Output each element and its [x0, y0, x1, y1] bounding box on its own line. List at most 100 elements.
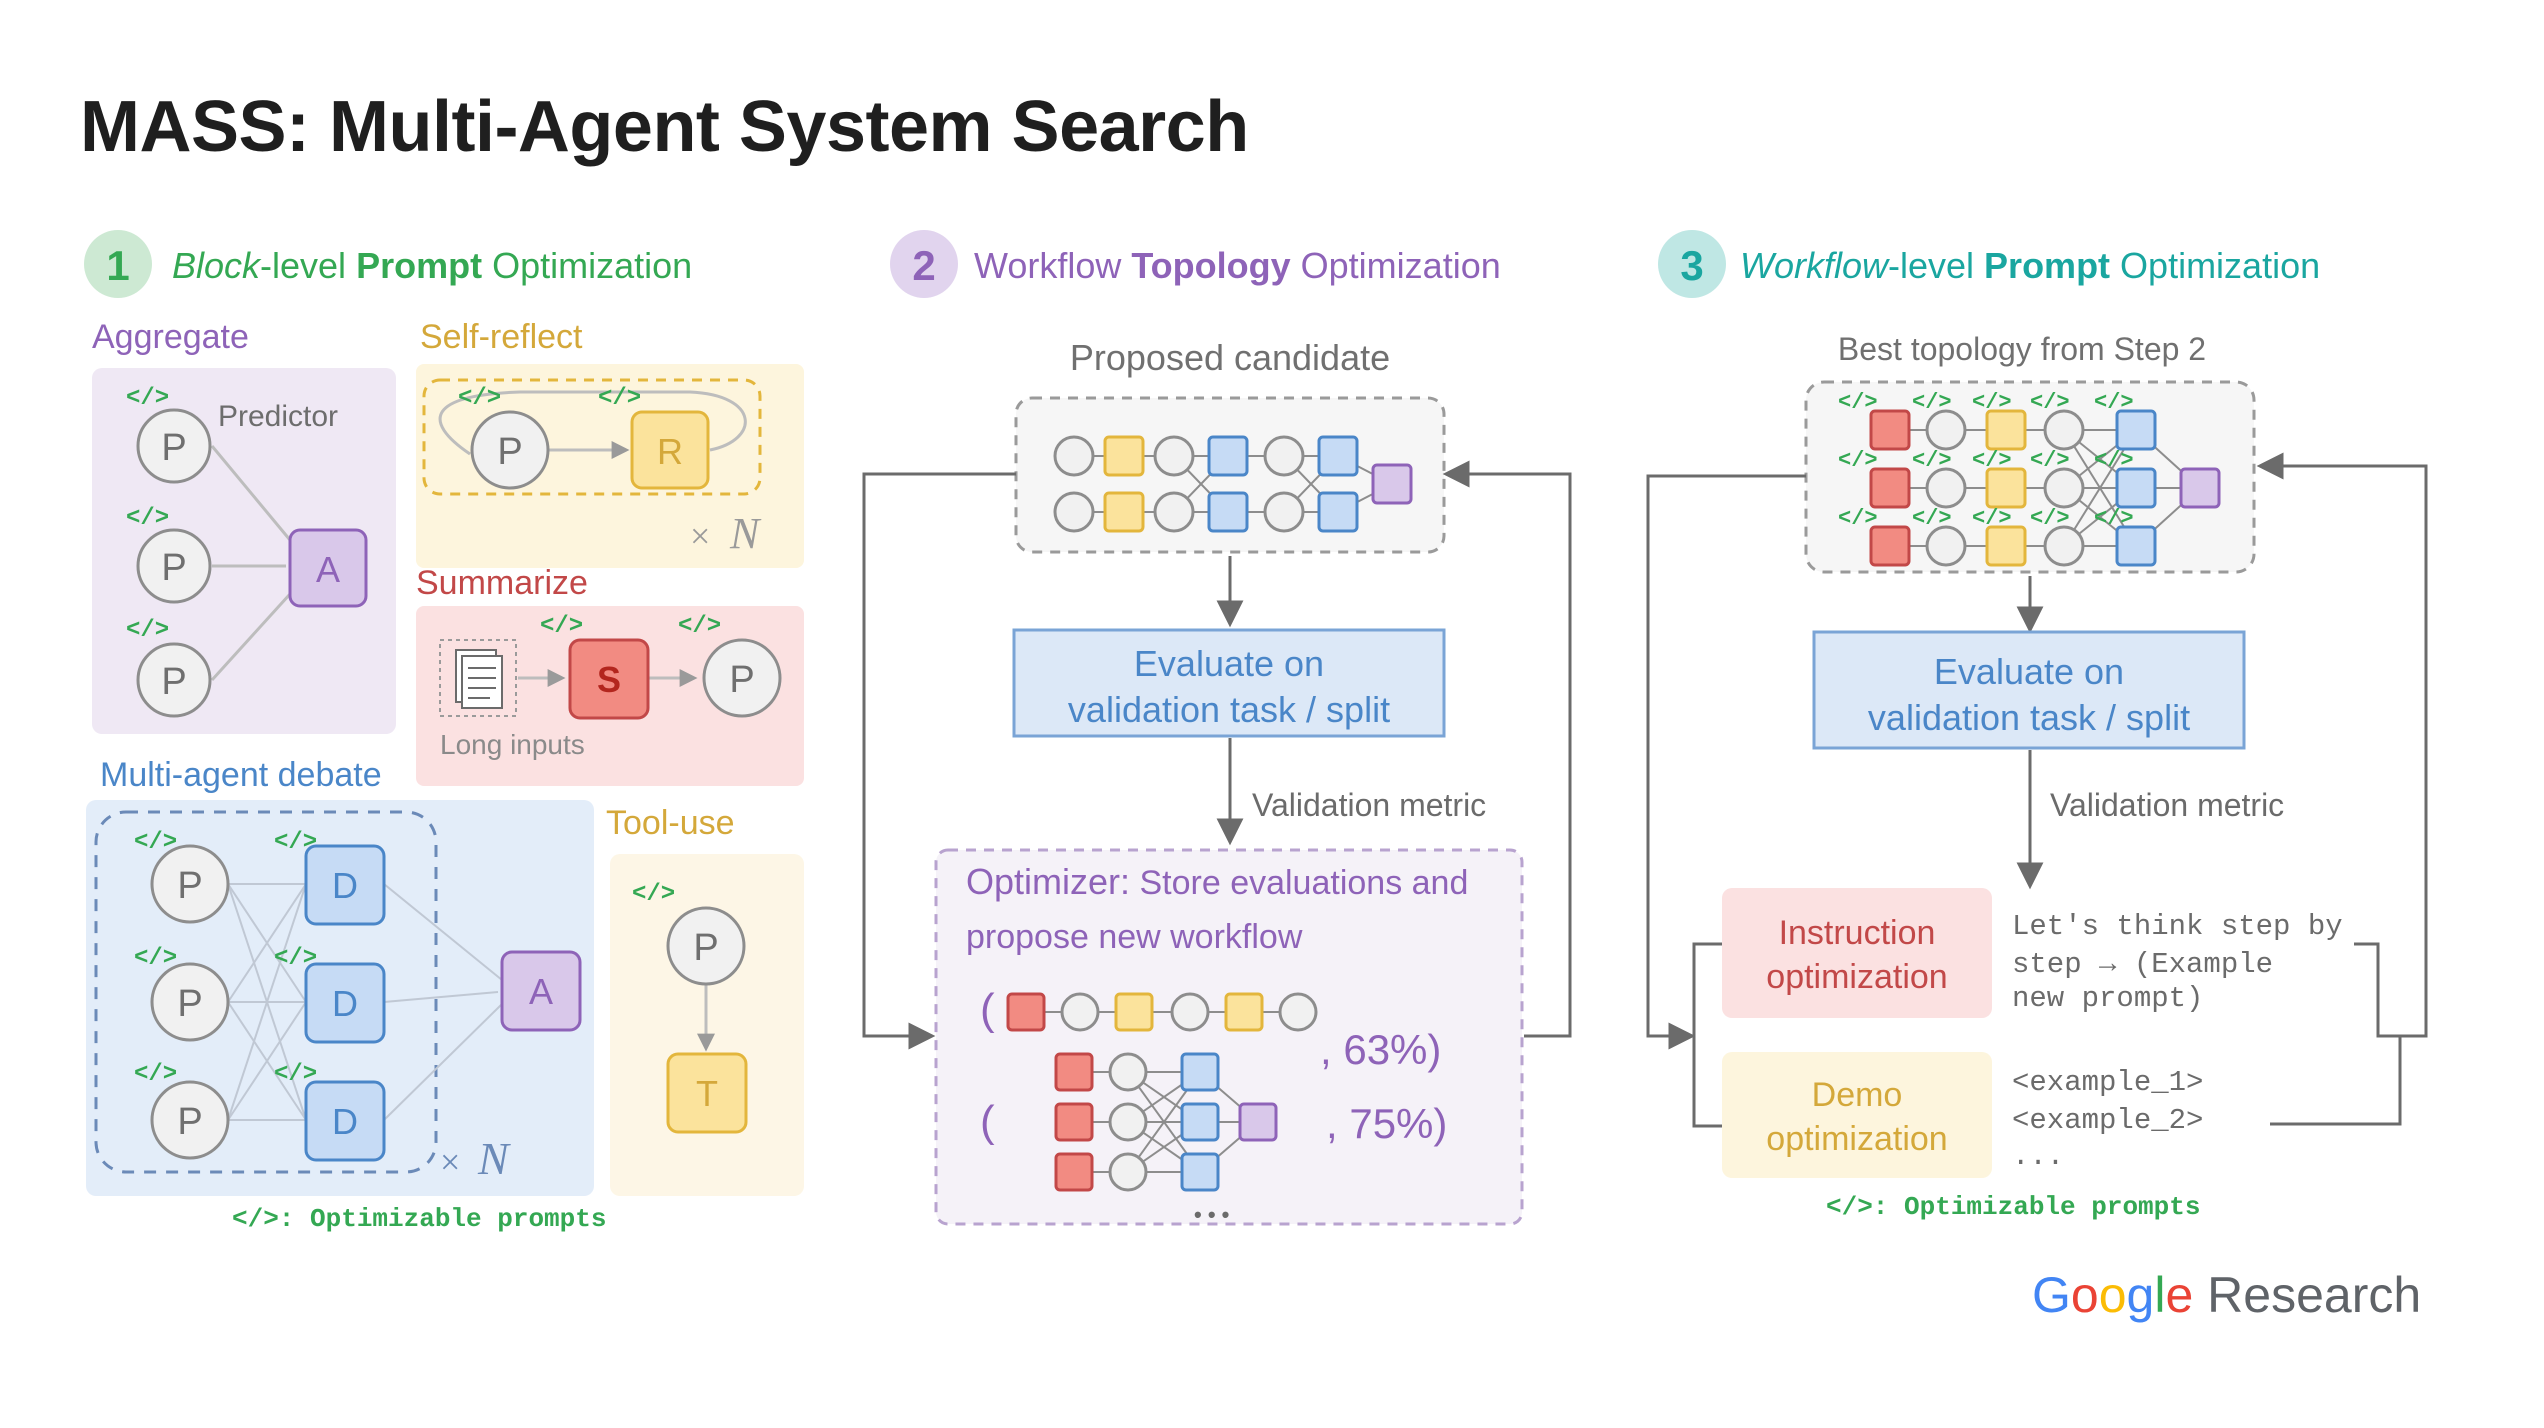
optimizer-line2: propose new workflow — [966, 918, 1303, 956]
code-tag: </> — [126, 617, 169, 644]
aggregator-node: A — [288, 528, 368, 608]
step1-heading-d: Optimization — [482, 245, 692, 286]
mini-predictor-node — [2043, 467, 2085, 509]
reflector-node: R — [630, 410, 710, 490]
code-tag: </> — [126, 505, 169, 532]
evaluate-line1: Evaluate on — [1934, 651, 2124, 692]
page-title: MASS: Multi-Agent System Search — [80, 87, 1249, 167]
demo-line1: Demo — [1812, 1076, 1903, 1114]
predictor-label: Predictor — [218, 400, 338, 433]
predictor-node: P — [136, 642, 212, 718]
code-tag: </> — [2094, 390, 2134, 415]
evaluate-line2: validation task / split — [1068, 689, 1390, 730]
repeat-n-label: N — [477, 1133, 511, 1184]
instruction-optimization-box — [1722, 888, 1992, 1018]
mini-predictor-node — [1925, 409, 1967, 451]
open-paren: ( — [980, 1097, 995, 1146]
code-tag: </> — [598, 385, 641, 412]
step2-badge — [890, 230, 958, 298]
code-tag: </> — [134, 945, 177, 972]
code-tag: </> — [1838, 390, 1878, 415]
mini-predictor-node — [1108, 1152, 1148, 1192]
svg-text:P: P — [177, 865, 202, 907]
mini-agent-node — [1180, 1152, 1220, 1192]
tool-use-title: Tool-use — [606, 804, 735, 842]
svg-text:A: A — [316, 549, 340, 590]
mini-predictor-node — [1925, 467, 1967, 509]
mini-agent-node — [1317, 491, 1359, 533]
step1-badge — [84, 230, 152, 298]
propose-arrow — [2256, 452, 2428, 1038]
feedback-arrow — [862, 472, 1016, 1050]
mini-predictor-node — [2043, 409, 2085, 451]
demo-example-1: <example_1> — [2012, 1066, 2203, 1099]
evaluate-line2: validation task / split — [1868, 697, 2190, 738]
mini-agent-node — [1317, 435, 1359, 477]
summarizer-node: S — [568, 638, 650, 720]
predictor-node: P — [136, 408, 212, 484]
mini-agent-node — [1238, 1102, 1278, 1142]
step2-number: 2 — [912, 242, 935, 289]
svg-text:T: T — [696, 1073, 718, 1114]
debate-title: Multi-agent debate — [100, 756, 382, 794]
mini-predictor-node — [1053, 435, 1095, 477]
validation-metric-label: Validation metric — [1252, 787, 1486, 823]
mini-agent-node — [2115, 525, 2157, 567]
code-tag: </> — [134, 1061, 177, 1088]
mini-predictor-node — [2043, 525, 2085, 567]
svg-text:P: P — [177, 1101, 202, 1143]
code-tag: </> — [540, 613, 583, 640]
open-paren: ( — [980, 985, 995, 1034]
debator-node: D — [304, 962, 386, 1044]
predictor-node: P — [702, 638, 782, 718]
mini-predictor-node — [1170, 992, 1210, 1032]
google-research-logo: Google Research — [2032, 1267, 2421, 1323]
mini-agent-node — [1054, 1152, 1094, 1192]
instruction-example-3: new prompt) — [2012, 982, 2203, 1015]
mini-agent-node — [1207, 435, 1249, 477]
code-tag: </> — [1972, 448, 2012, 473]
predictor-node: P — [666, 906, 746, 986]
step1-header: 1 Block-level Prompt Optimization — [84, 230, 692, 298]
instruction-example-2: step → (Example — [2012, 948, 2273, 981]
mini-agent-node — [1985, 467, 2027, 509]
code-tag: </> — [1912, 448, 1952, 473]
step1-heading: Block-level Prompt Optimization — [172, 245, 692, 286]
step3-heading: Workflow-level Prompt Optimization — [1740, 245, 2320, 286]
mini-predictor-node — [1153, 435, 1195, 477]
mini-agent-node — [2115, 409, 2157, 451]
best-topology: </></></></></></></></></></></></></><… — [1838, 390, 2221, 567]
step1-heading-a: Block — [172, 245, 262, 286]
predictor-node: P — [150, 844, 230, 924]
mini-agent-node — [1869, 525, 1911, 567]
long-inputs-label: Long inputs — [440, 729, 585, 760]
code-tag: </> — [1912, 390, 1952, 415]
mini-predictor-node — [1278, 992, 1318, 1032]
mini-predictor-node — [1263, 491, 1305, 533]
repeat-times-icon: × — [690, 516, 710, 556]
code-tag: </> — [2030, 448, 2070, 473]
step1-heading-c: Prompt — [356, 245, 482, 286]
code-tag: </> — [678, 613, 721, 640]
more-workflows-ellipsis: • • • — [1194, 1202, 1229, 1227]
mini-agent-node — [1207, 491, 1249, 533]
mini-predictor-node — [1108, 1102, 1148, 1142]
step3-number: 3 — [1680, 242, 1703, 289]
step2-heading-b: Topology — [1131, 245, 1290, 286]
mini-agent-node — [2115, 467, 2157, 509]
svg-text:D: D — [332, 1101, 358, 1142]
mini-predictor-node — [1263, 435, 1305, 477]
evaluate-box-step2 — [1012, 628, 1446, 738]
best-topology-label: Best topology from Step 2 — [1838, 331, 2206, 367]
predictor-node: P — [136, 528, 212, 604]
summarize-title: Summarize — [416, 564, 588, 602]
propose-arrow — [1442, 460, 1572, 1038]
predictor-node: P — [150, 1080, 230, 1160]
svg-text:P: P — [177, 983, 202, 1025]
code-tag: </> — [1912, 506, 1952, 531]
summarize-block: Summarize </> </> S P Long inputs — [416, 564, 804, 786]
code-tag: </> — [632, 881, 675, 908]
instruction-line2: optimization — [1766, 958, 1947, 996]
mini-agent-node — [1180, 1052, 1220, 1092]
